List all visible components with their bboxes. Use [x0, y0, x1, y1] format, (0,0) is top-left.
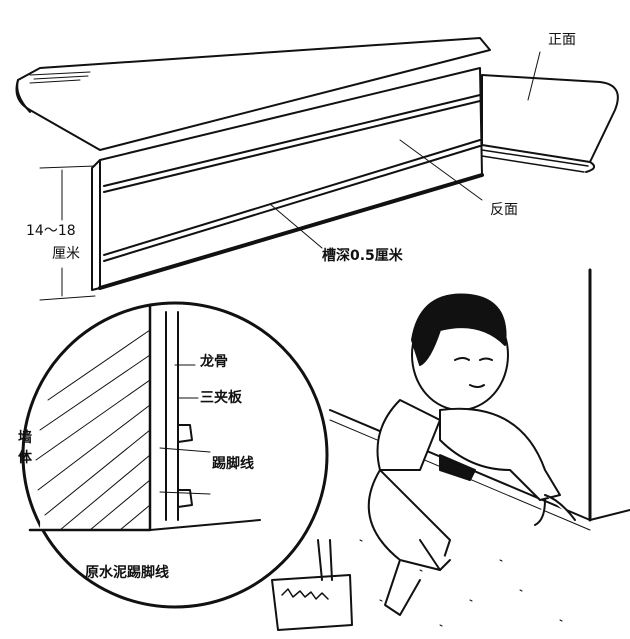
right-board [481, 74, 619, 173]
label-back-face: 反面 [490, 202, 518, 218]
label-height-range: 14～18 [26, 223, 76, 239]
label-skirting: 踢脚线 [212, 456, 254, 472]
back-board [15, 37, 491, 151]
label-wall-1: 墙 [18, 430, 32, 446]
label-plywood: 三夹板 [200, 390, 242, 406]
label-old-cement-skirting: 原水泥踢脚线 [85, 565, 169, 581]
label-keel: 龙骨 [200, 354, 228, 370]
label-height-unit: 厘米 [52, 246, 80, 262]
height-dimension [39, 165, 96, 301]
worker-figure [367, 293, 576, 616]
label-front-face: 正面 [548, 32, 576, 48]
label-wall-2: 体 [18, 450, 32, 466]
wall-section-inset [21, 301, 329, 609]
toolbox [271, 539, 353, 631]
front-board [91, 67, 484, 291]
leader-lines [269, 51, 541, 249]
label-groove-depth: 槽深0.5厘米 [322, 248, 403, 264]
